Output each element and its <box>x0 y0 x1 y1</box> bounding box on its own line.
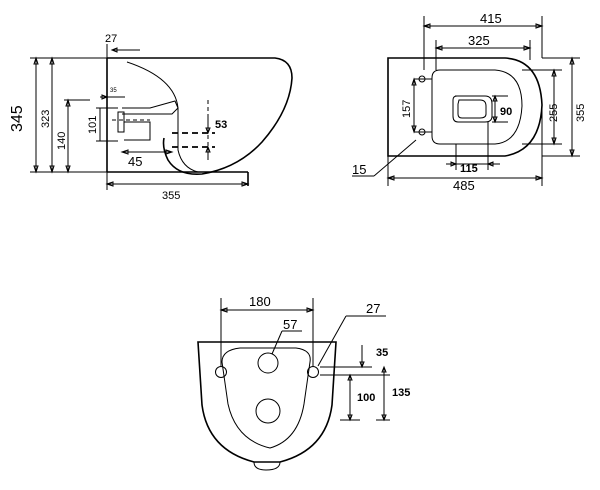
top-dim-415: 415 <box>480 11 502 26</box>
top-dim-157: 157 <box>401 100 413 118</box>
side-dim-35: 35 <box>110 88 117 94</box>
side-dim-27: 27 <box>105 33 117 45</box>
rear-dim-35: 35 <box>376 347 388 359</box>
rear-dim-27: 27 <box>366 301 380 316</box>
top-dim-355: 355 <box>575 104 587 122</box>
rear-view: 180 57 27 35 100 135 <box>197 294 410 471</box>
top-dim-115: 115 <box>460 163 478 175</box>
side-dim-323: 323 <box>40 110 52 128</box>
side-dim-345: 345 <box>9 105 26 132</box>
top-dim-90: 90 <box>500 106 512 118</box>
rear-dim-135: 135 <box>392 387 410 399</box>
top-dim-485: 485 <box>453 178 475 193</box>
rear-dim-57: 57 <box>283 317 297 332</box>
top-dim-255: 255 <box>548 104 560 122</box>
side-view: 27 345 323 35 101 140 53 45 <box>9 33 293 202</box>
rear-dim-180: 180 <box>249 294 271 309</box>
side-dim-355: 355 <box>162 190 180 202</box>
side-dim-140: 140 <box>56 132 68 150</box>
rear-dim-100: 100 <box>357 392 375 404</box>
side-dim-101: 101 <box>87 116 99 134</box>
top-dim-15: 15 <box>352 162 366 177</box>
top-dim-325: 325 <box>468 33 490 48</box>
side-dim-45: 45 <box>128 154 142 169</box>
top-view: 415 325 157 90 255 355 15 <box>352 11 587 193</box>
side-dim-53: 53 <box>215 119 227 131</box>
